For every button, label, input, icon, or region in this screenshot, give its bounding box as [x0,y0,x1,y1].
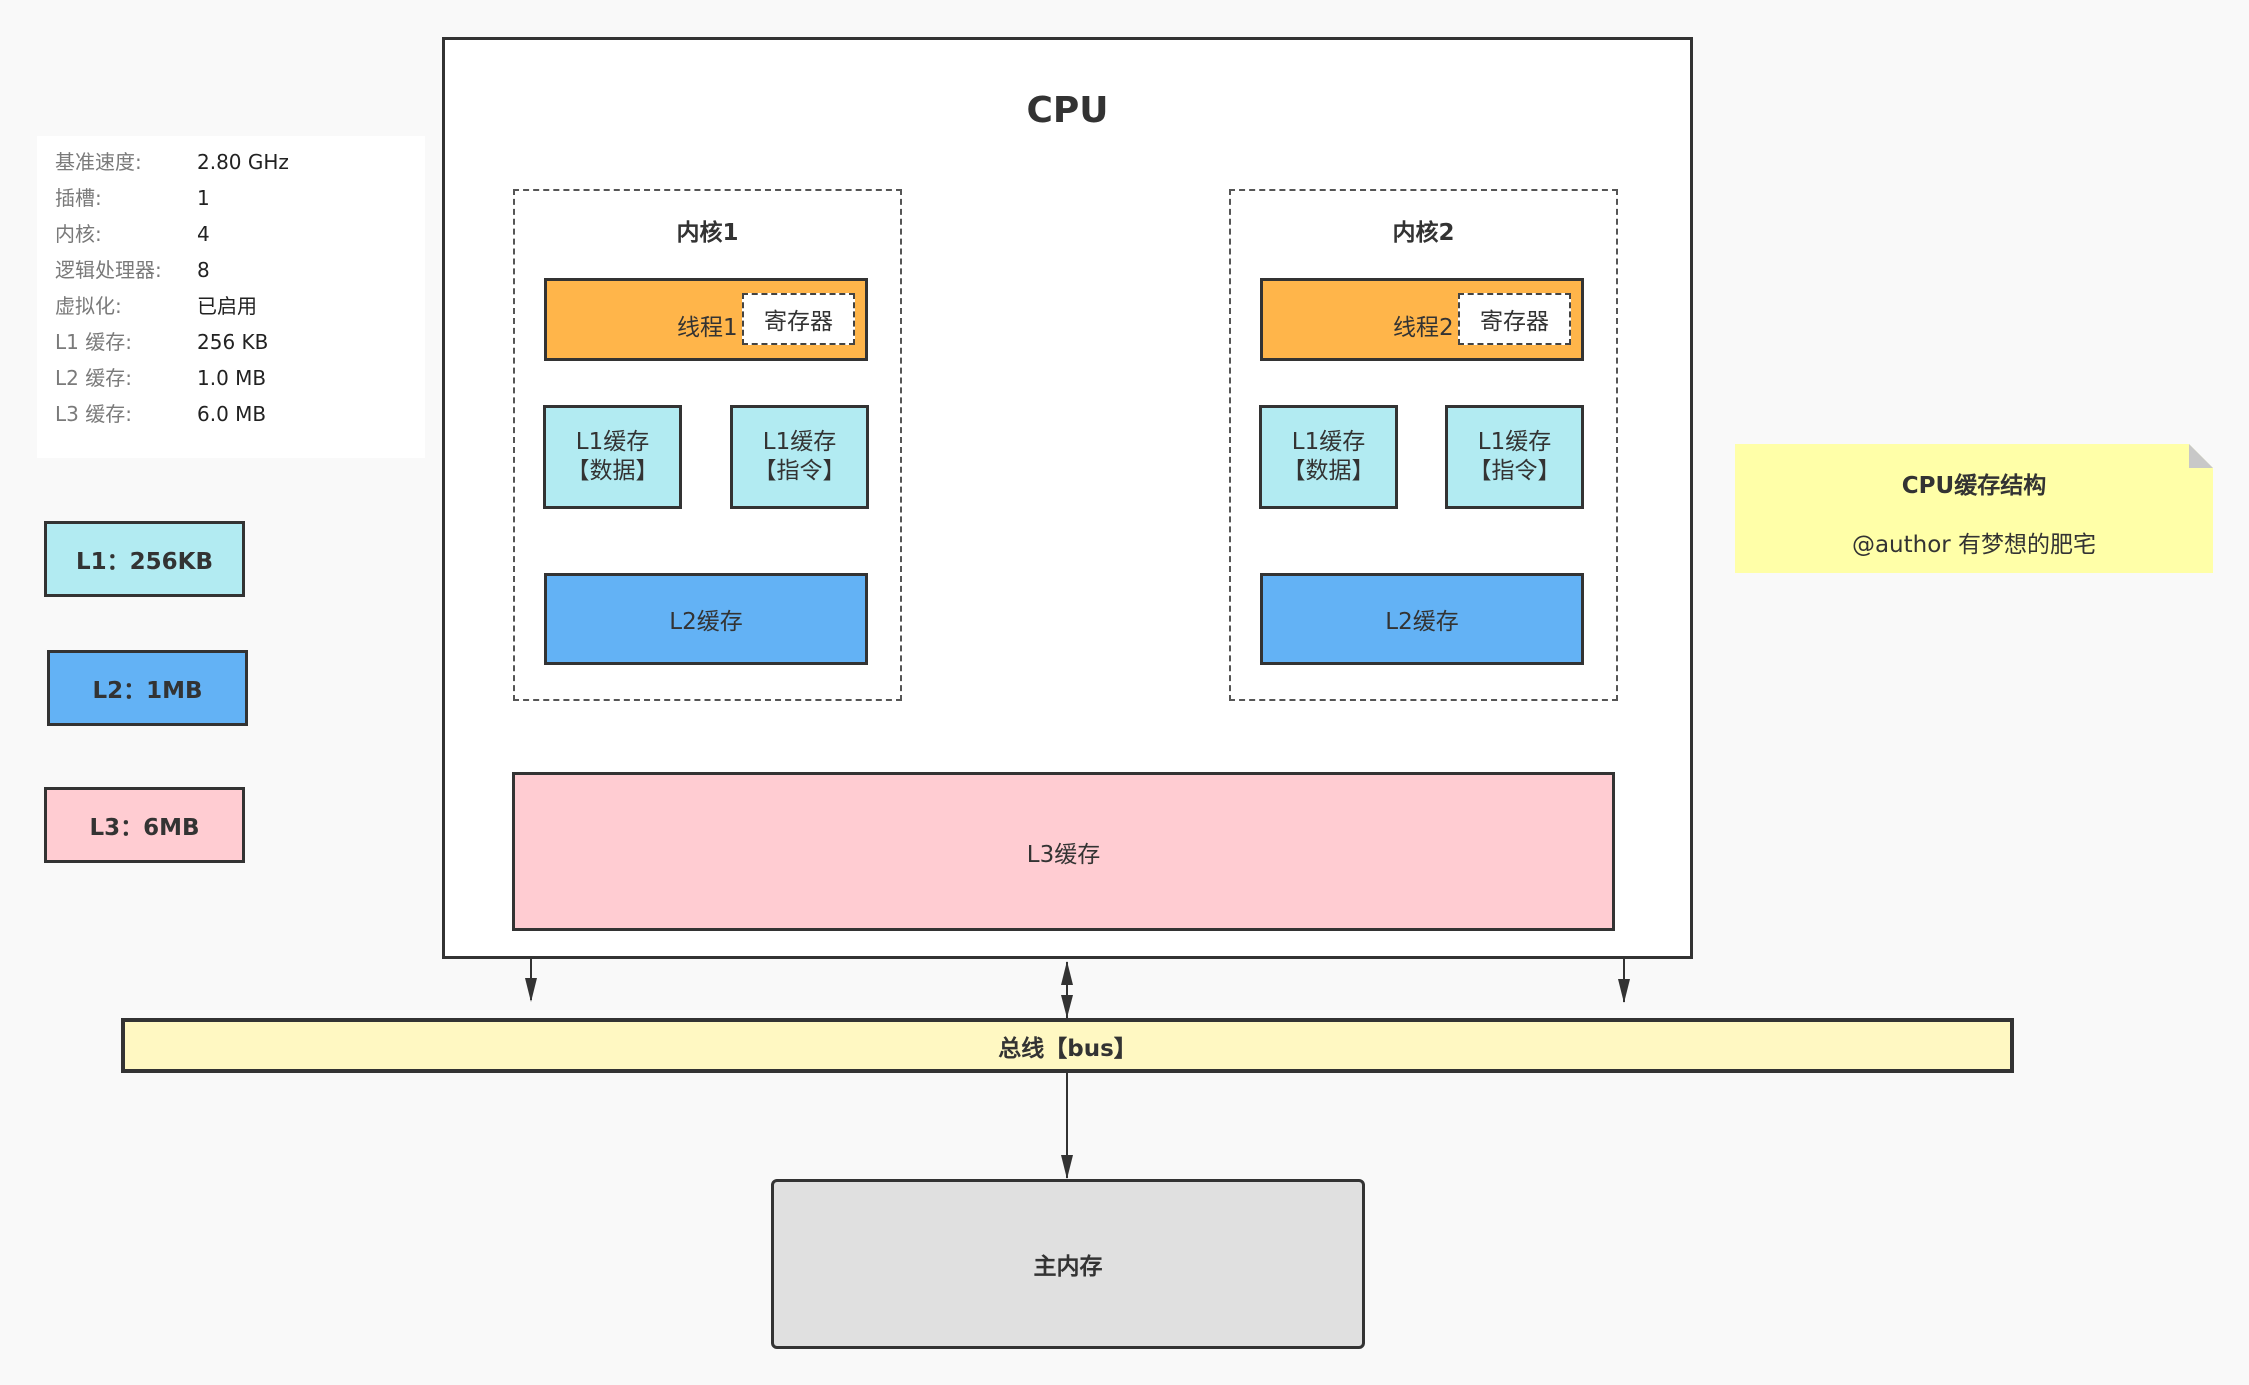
legend-l3[interactable]: L3：6MB [44,787,245,863]
system-bus[interactable]: 总线【bus】 [121,1018,2014,1073]
info-label: L1 缓存: [55,330,132,354]
arrow-right-cpu-to-bus [1618,959,1630,1003]
l1-line: 【指令】 [753,458,846,484]
info-value: 已启用 [197,294,257,318]
l1-line: L1缓存 [1291,429,1366,455]
l3-cache[interactable]: L3缓存 [512,772,1615,931]
l1-line: L1缓存 [1477,429,1552,455]
core-2[interactable] [1229,189,1618,701]
info-label: 内核: [55,222,102,246]
thread-label: 线程2 [1393,315,1454,341]
core-1[interactable] [513,189,902,701]
core-2-l1-data-cache[interactable]: L1缓存 【数据】 [1259,405,1398,509]
core-2-l2-cache[interactable]: L2缓存 [1260,573,1584,665]
note-author: @author 有梦想的肥宅 [1851,532,2097,558]
core-1-l1-data-cache[interactable]: L1缓存 【数据】 [543,405,682,509]
info-value: 2.80 GHz [197,150,289,174]
legend-l2[interactable]: L2：1MB [47,650,248,726]
info-value: 8 [197,258,210,282]
arrow-bus-to-memory [1061,1073,1073,1179]
l1-line: L1缓存 [575,429,650,455]
core-2-l1-instruction-cache[interactable]: L1缓存 【指令】 [1445,405,1584,509]
l1-line: 【数据】 [1282,458,1375,484]
info-label: 逻辑处理器: [55,258,162,282]
core-1-title: 内核1 [676,220,739,246]
core-1-l2-cache[interactable]: L2缓存 [544,573,868,665]
info-value: 6.0 MB [197,402,267,426]
legend-l1[interactable]: L1：256KB [44,521,245,597]
info-label: 虚拟化: [55,294,122,318]
info-value: 4 [197,222,210,246]
core-1-l1-instruction-cache[interactable]: L1缓存 【指令】 [730,405,869,509]
cpu-title: CPU [1026,90,1109,131]
core-2-register[interactable]: 寄存器 [1458,293,1571,345]
info-value: 256 KB [197,330,269,354]
thread-label: 线程1 [677,315,738,341]
info-label: 基准速度: [55,150,142,174]
l1-line: L1缓存 [762,429,837,455]
l1-line: 【指令】 [1468,458,1561,484]
main-memory[interactable]: 主内存 [771,1179,1365,1349]
info-value: 1.0 MB [197,366,267,390]
sticky-note[interactable] [1735,444,2213,573]
info-label: L2 缓存: [55,366,132,390]
core-2-title: 内核2 [1392,220,1455,246]
arrow-left-cpu-to-bus [525,959,537,1002]
info-label: 插槽: [55,186,102,210]
info-value: 1 [197,186,210,210]
arrow-center-bidirectional [1061,961,1073,1018]
cpu-info-panel: 基准速度: 2.80 GHz 插槽: 1 内核: 4 逻辑处理器: 8 虚拟化:… [37,136,425,458]
info-label: L3 缓存: [55,402,132,426]
note-title: CPU缓存结构 [1901,473,2047,499]
core-1-register[interactable]: 寄存器 [742,293,855,345]
l1-line: 【数据】 [566,458,659,484]
